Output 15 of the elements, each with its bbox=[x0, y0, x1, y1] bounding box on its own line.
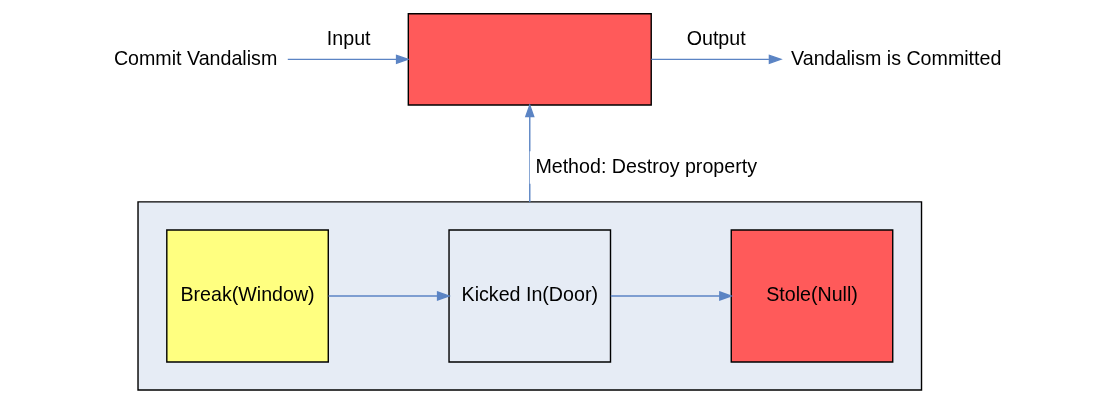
edge-label: Output bbox=[686, 26, 746, 49]
node-text: Commit Vandalism bbox=[113, 46, 278, 69]
cluster bbox=[137, 201, 923, 391]
node-box: Break(Window) bbox=[166, 229, 329, 363]
edge-label: Input bbox=[326, 26, 371, 49]
node-text: Vandalism is Committed bbox=[791, 46, 1002, 69]
arrow bbox=[650, 54, 783, 65]
arrow bbox=[327, 291, 451, 301]
node-box bbox=[407, 13, 652, 106]
arrow bbox=[610, 291, 734, 301]
node-box: Stole(Null) bbox=[730, 229, 894, 363]
arrow bbox=[287, 54, 410, 65]
edge-label: Method: Destroy property bbox=[535, 155, 757, 178]
arrow bbox=[524, 103, 535, 203]
node-box: Kicked In(Door) bbox=[448, 229, 612, 363]
